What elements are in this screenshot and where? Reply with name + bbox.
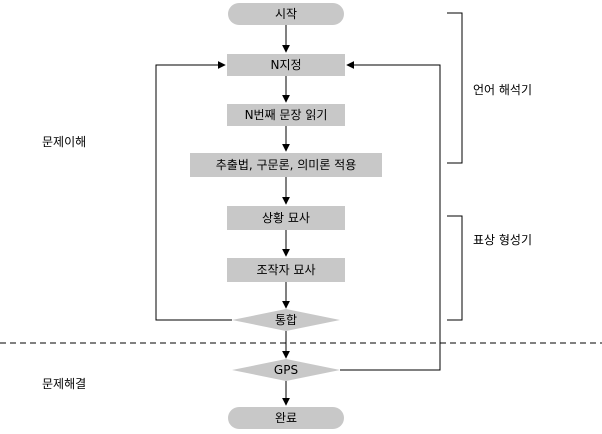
- integrate-label: 통합: [275, 313, 297, 327]
- loop-integrate-to-n: [155, 61, 232, 321]
- end-node: 완료: [228, 407, 344, 429]
- representation-builder-bracket: [447, 215, 463, 321]
- describe-operator-label: 조작자 묘사: [256, 263, 315, 277]
- gps-node: GPS: [232, 359, 340, 381]
- describe-situation-label: 상황 묘사: [262, 211, 310, 225]
- designate-n-node: N지정: [227, 54, 345, 76]
- representation-builder-label: 표상 형성기: [473, 233, 532, 247]
- language-interpreter-label: 언어 해석기: [473, 83, 532, 97]
- apply-rules-label: 추출법, 구문론, 의미론 적용: [216, 158, 357, 172]
- read-sentence-label: N번째 문장 읽기: [245, 108, 328, 122]
- describe-situation-node: 상황 묘사: [227, 206, 345, 230]
- designate-n-label: N지정: [270, 58, 301, 72]
- understanding-phase-label: 문제이해: [42, 135, 86, 149]
- start-label: 시작: [275, 7, 297, 21]
- end-label: 완료: [275, 411, 297, 425]
- integrate-node: 통합: [232, 309, 340, 331]
- read-sentence-node: N번째 문장 읽기: [227, 104, 345, 126]
- solving-phase-label: 문제해결: [42, 377, 86, 391]
- gps-label: GPS: [274, 363, 298, 377]
- start-node: 시작: [228, 3, 344, 25]
- describe-operator-node: 조작자 묘사: [227, 258, 345, 282]
- loop-gps-to-n: [340, 61, 441, 371]
- language-interpreter-bracket: [447, 12, 463, 164]
- apply-rules-node: 추출법, 구문론, 의미론 적용: [190, 153, 382, 177]
